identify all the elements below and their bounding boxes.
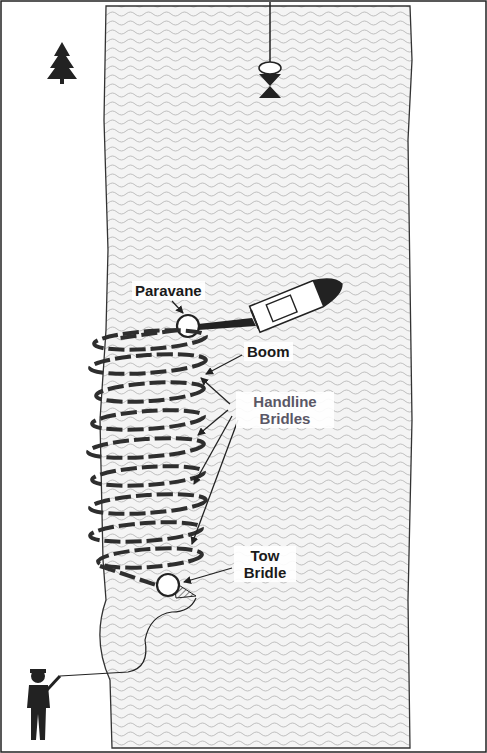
tow-rope (60, 598, 196, 676)
boom-loop (92, 407, 205, 433)
river-bank (100, 6, 412, 748)
handline-bridles-label: Handline Bridles (236, 392, 334, 428)
person-figure (27, 669, 60, 740)
boom-loop (90, 491, 207, 517)
boom-loop (96, 379, 205, 404)
tow-bridle-symbol (157, 574, 196, 598)
boom-end (100, 330, 178, 585)
boom-loop (92, 463, 205, 489)
paravane-symbol (177, 315, 256, 337)
boom-loop (94, 327, 207, 353)
boom-loop (90, 351, 207, 377)
river (100, 6, 412, 748)
boom-loop (97, 545, 202, 570)
boat-symbol (250, 271, 348, 332)
boom-loops (88, 327, 207, 585)
boom-loop (90, 519, 203, 545)
paravane-label: Paravane (132, 281, 205, 300)
tree-symbol (47, 42, 77, 84)
tow-bridle-label: Tow Bridle (234, 546, 296, 582)
boom-label: Boom (244, 342, 293, 361)
boom-loop (88, 435, 205, 461)
anchor-symbol (259, 2, 281, 98)
leader-lines (172, 301, 242, 582)
